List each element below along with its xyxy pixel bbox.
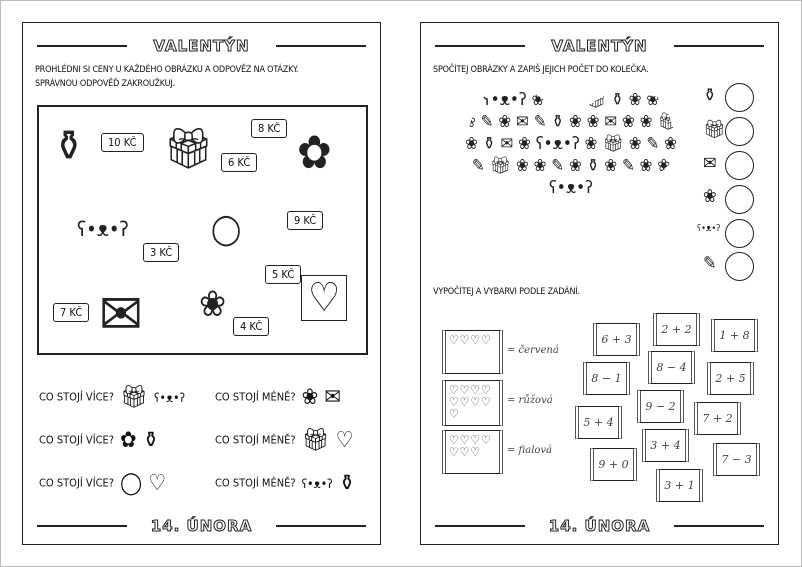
instruction: SPOČÍTEJ OBRÁZKY A ZAPIŠ JEJICH POČET DO… [433,65,649,75]
question: CO STOJÍ MÉNĚ? ʕ•ᴥ•ʔ ⚱ [215,471,355,496]
answer-option[interactable]: ⚱ [142,428,160,453]
color-label: = červená [507,345,559,356]
question-text: CO STOJÍ MÉNĚ? [215,433,296,447]
divider [435,525,525,527]
letter-icon: ✎ [703,253,717,274]
price-box: ⚱ 10 KČ 🎁︎ 6 KČ 8 KČ ✿ ʕ•ᴥ•ʔ 3 KČ ◯ 9 KČ… [37,105,368,355]
right-worksheet: VALENTÝN SPOČÍTEJ OBRÁZKY A ZAPIŠ JEJICH… [420,22,779,545]
question: CO STOJÍ VÍCE? 🎁︎ ʕ•ᴥ•ʔ [39,385,185,410]
question-text: CO STOJÍ MÉNĚ? [215,390,296,404]
instruction: VYPOČÍTEJ A VYBARVI PODLE ZADÁNÍ. [433,287,580,297]
answer-option[interactable]: ♡ [148,471,166,496]
divider [435,45,525,47]
teddy-bear-icon: ʕ•ᴥ•ʔ [697,224,721,234]
candy-problem[interactable]: 2 + 5 [707,362,754,395]
question: CO STOJÍ MÉNĚ? ❀✉ [215,385,341,410]
divider [276,525,366,527]
price-tag: 7 KČ [53,303,90,322]
bouquet-icon: ✿ [297,125,332,179]
answer-option[interactable]: ◯ [120,471,143,496]
mailbox-icon: ✉ [703,153,717,174]
divider [37,525,127,527]
divider [674,45,764,47]
candy-problem[interactable]: 2 + 2 [653,313,700,346]
answer-option[interactable]: 🎁︎ [301,428,330,453]
answer-circle[interactable] [725,185,754,214]
candy-problem[interactable]: 1 + 8 [711,319,758,352]
page-footer: 14. ÚNORA [548,517,651,536]
color-label: = růžová [507,395,553,406]
answer-option[interactable]: 🎁︎ [120,385,148,410]
picture-cluster: ⚱ ʕ•ᴥ•ʔ ❀ ⚱ ❀ 🎁︎ ⚱ ❀ ❀ ✎ ❀ ✎ ❀ ✉ ✎ ⚱ ❀ ❀… [463,90,679,198]
candy-problem[interactable]: 8 − 1 [583,362,630,395]
page-title: VALENTÝN [551,37,648,56]
answer-option[interactable]: ʕ•ᴥ•ʔ [153,390,186,405]
answer-circle[interactable] [725,117,754,146]
page-title: VALENTÝN [153,37,250,56]
candy-problem[interactable]: 9 + 0 [590,448,637,481]
gift-icon: 🎁︎ [163,126,214,172]
answer-circle[interactable] [725,83,754,112]
candy-problem[interactable]: 6 + 3 [593,323,640,356]
candy-problem[interactable]: 7 + 2 [694,402,741,435]
price-tag: 9 KČ [287,211,324,230]
answer-option[interactable]: ✿ [120,428,137,453]
price-tag: 4 KČ [233,317,270,336]
answer-circle[interactable] [725,252,754,281]
page-footer: 14. ÚNORA [150,517,253,536]
divider [674,525,764,527]
price-tag: 5 KČ [265,265,302,284]
heart-candy-key: ♡♡♡♡ [442,330,503,374]
candy-problem[interactable]: 7 − 3 [713,443,760,476]
divider [37,45,127,47]
question: CO STOJÍ MÉNĚ? 🎁︎♡ [215,428,353,453]
rose-icon: ❀ [199,284,227,325]
answer-circle[interactable] [725,151,754,180]
heart-candy-key: ♡♡♡♡♡♡♡ [442,430,503,474]
answer-circle[interactable] [725,219,754,248]
instruction: SPRÁVNOU ODPOVĚĎ ZAKROUŽKUJ. [35,79,175,89]
price-tag: 6 KČ [221,153,258,172]
answer-option[interactable]: ❀ [301,385,319,410]
candy-problem[interactable]: 3 + 4 [642,429,689,462]
candy-problem[interactable]: 5 + 4 [575,406,622,439]
color-label: = fialová [507,445,553,456]
perfume-icon: ⚱ [703,85,717,106]
left-worksheet: VALENTÝN PROHLÉDNI SI CENY U KAŽDÉHO OBR… [22,22,381,545]
gift-icon: 🎁︎ [703,119,726,140]
answer-option[interactable]: ʕ•ᴥ•ʔ [301,476,333,491]
answer-option[interactable]: ✉ [324,385,341,410]
rose-icon: ❀ [703,186,717,207]
teddy-bear-icon: ʕ•ᴥ•ʔ [77,217,129,241]
candy-problem[interactable]: 3 + 1 [656,469,703,502]
ring-icon: ◯ [211,212,242,247]
heart-candy-key: ♡♡♡♡♡♡♡♡♡ [442,380,503,426]
answer-option[interactable]: ⚱ [338,471,356,496]
price-tag: 3 KČ [143,243,180,262]
perfume-icon: ⚱ [53,121,85,170]
price-tag: 8 KČ [251,119,288,138]
price-tag: 10 KČ [101,133,144,152]
question-text: CO STOJÍ MÉNĚ? [215,476,296,490]
candy-problem[interactable]: 8 − 4 [648,351,695,384]
divider [276,45,366,47]
question-text: CO STOJÍ VÍCE? [39,433,115,447]
instruction: PROHLÉDNI SI CENY U KAŽDÉHO OBRÁZKU A OD… [35,65,299,75]
card-icon: ♡ [301,275,348,321]
question-text: CO STOJÍ VÍCE? [39,476,115,490]
answer-option[interactable]: ♡ [335,428,354,453]
envelope-icon: ✉ [99,280,143,348]
question-text: CO STOJÍ VÍCE? [39,390,115,404]
question: CO STOJÍ VÍCE? ✿⚱ [39,428,159,453]
question: CO STOJÍ VÍCE? ◯♡ [39,471,166,496]
candy-problem[interactable]: 9 − 2 [637,390,684,423]
